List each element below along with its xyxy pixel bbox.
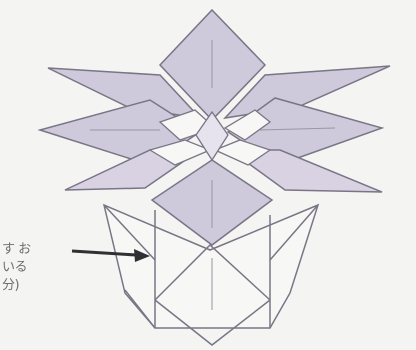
annotation-line-3: 分) (2, 278, 19, 294)
annotation-line-2: いる (2, 260, 27, 276)
annotation-line-1: す お (2, 242, 31, 258)
